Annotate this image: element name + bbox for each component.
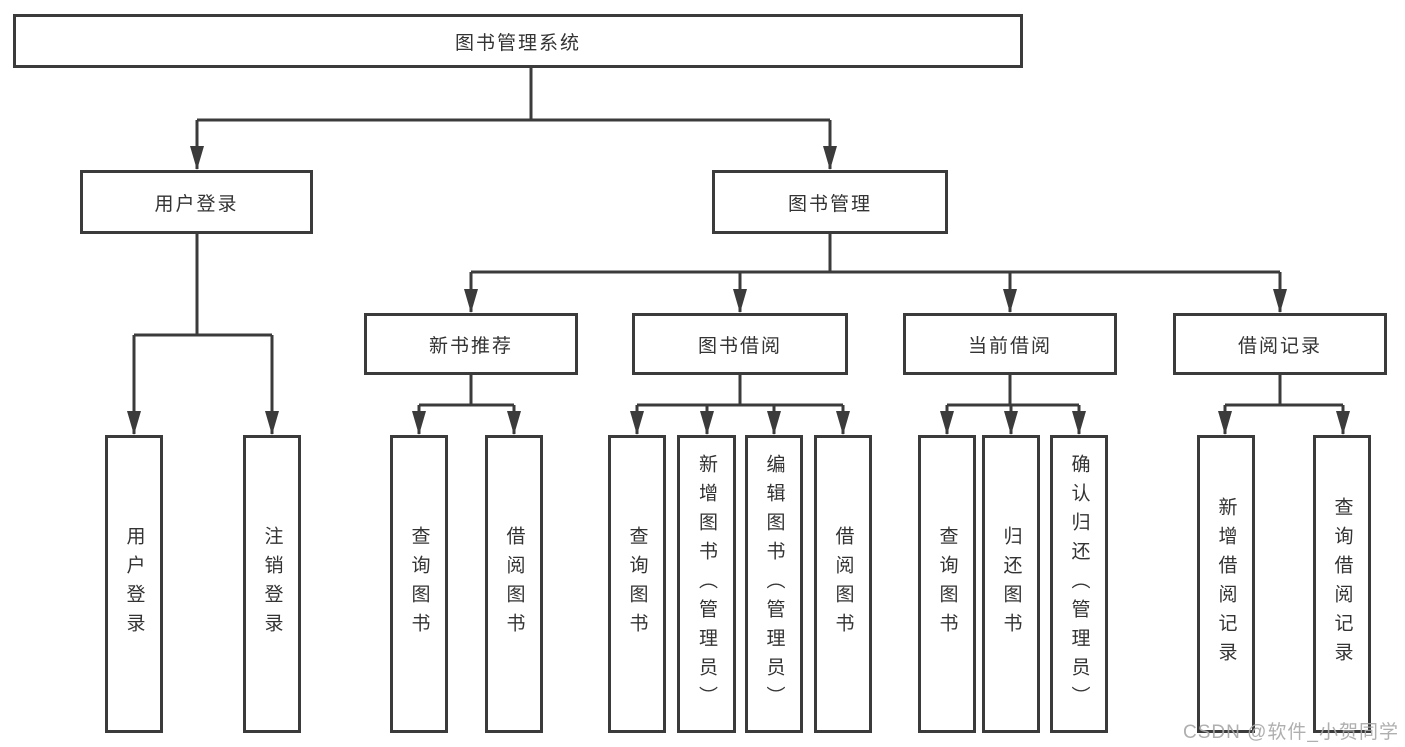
leaf-add-borrow-record: 新增借阅记录	[1197, 435, 1255, 733]
wire-book-management-bus	[471, 234, 1280, 274]
node-label: 查询图书	[408, 526, 430, 642]
node-label: 确认归还（管理员）	[1068, 453, 1090, 715]
node-borrowing-records: 借阅记录	[1173, 313, 1387, 375]
leaf-edit-books-admin: 编辑图书（管理员）	[745, 435, 803, 733]
node-label: 查询图书	[626, 526, 648, 642]
node-label: 新增借阅记录	[1215, 497, 1237, 671]
leaf-add-books-admin: 新增图书（管理员）	[677, 435, 736, 733]
node-label: 借阅图书	[503, 526, 525, 642]
wire-current-borrow-bus	[947, 375, 1079, 407]
node-library-management-system: 图书管理系统	[13, 14, 1023, 68]
node-label: 归还图书	[1000, 526, 1022, 642]
node-current-borrowing: 当前借阅	[903, 313, 1117, 375]
wire-new-book-bus	[419, 375, 514, 407]
leaf-logout: 注销登录	[243, 435, 301, 733]
node-book-management: 图书管理	[712, 170, 948, 234]
node-label: 图书管理系统	[454, 32, 581, 54]
csdn-watermark: CSDN @软件_小贺同学	[1183, 722, 1399, 743]
wire-user-login-bus	[134, 234, 272, 337]
leaf-query-books-newbook: 查询图书	[390, 435, 448, 733]
wire-book-borrow-bus	[637, 375, 843, 407]
node-label: 借阅图书	[832, 526, 854, 642]
leaf-user-login: 用户登录	[105, 435, 163, 733]
node-label: 编辑图书（管理员）	[763, 453, 785, 715]
node-user-login: 用户登录	[80, 170, 313, 234]
node-label: 借阅记录	[1237, 335, 1322, 357]
leaf-borrow-books-borrowing: 借阅图书	[814, 435, 872, 733]
leaf-query-borrow-record: 查询借阅记录	[1313, 435, 1371, 733]
node-label: 查询借阅记录	[1331, 497, 1353, 671]
wire-root-bus	[197, 68, 830, 122]
node-label: 用户登录	[154, 193, 239, 215]
node-label: 图书借阅	[697, 335, 782, 357]
leaf-borrow-books-newbook: 借阅图书	[485, 435, 543, 733]
node-label: 注销登录	[261, 526, 283, 642]
node-label: 新书推荐	[428, 335, 513, 357]
node-label: 图书管理	[787, 193, 872, 215]
node-label: 新增图书（管理员）	[696, 453, 717, 715]
leaf-query-books-borrowing: 查询图书	[608, 435, 666, 733]
node-book-borrowing: 图书借阅	[632, 313, 848, 375]
leaf-confirm-return-admin: 确认归还（管理员）	[1050, 435, 1108, 733]
leaf-query-books-current: 查询图书	[918, 435, 976, 733]
node-new-book-recommend: 新书推荐	[364, 313, 578, 375]
node-label: 查询图书	[936, 526, 958, 642]
node-label: 用户登录	[123, 526, 145, 642]
wire-borrow-records-bus	[1225, 375, 1343, 407]
node-label: 当前借阅	[967, 335, 1052, 357]
leaf-return-books: 归还图书	[982, 435, 1040, 733]
